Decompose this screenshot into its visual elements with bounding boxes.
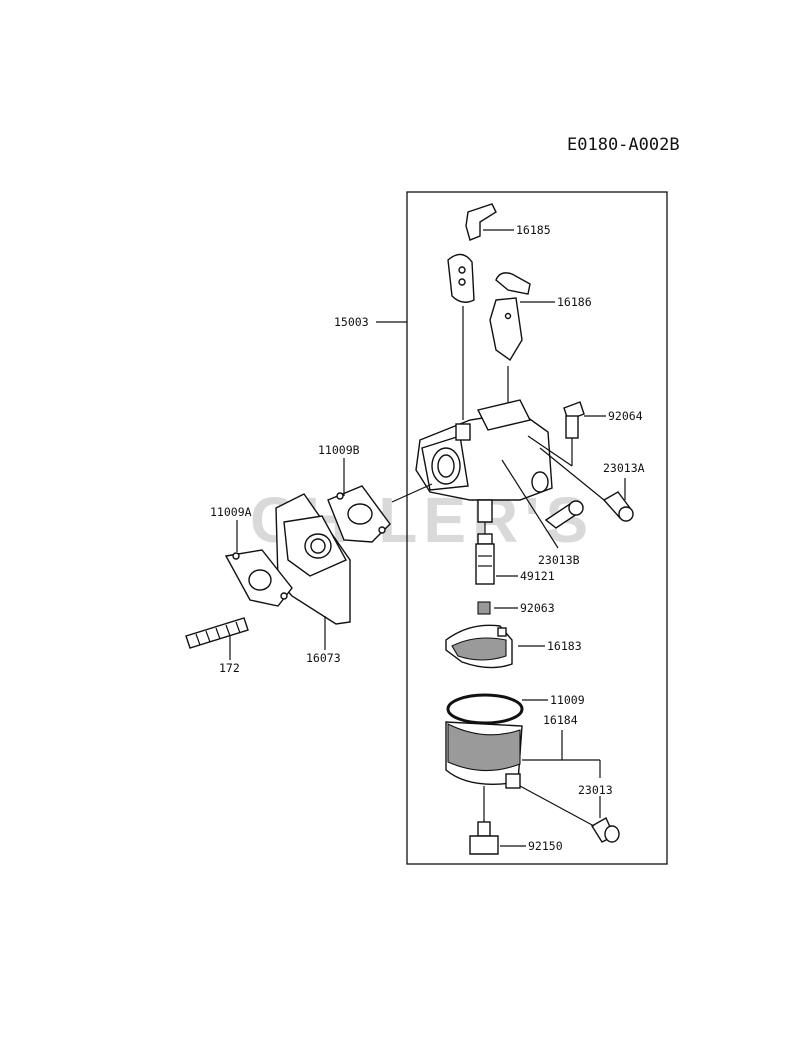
part-16184-float-bowl[interactable] (445, 721, 523, 789)
part-92063-jet[interactable] (477, 601, 491, 615)
label-11009[interactable]: 11009 (550, 693, 585, 707)
assembly-frame (406, 191, 668, 865)
label-16186[interactable]: 16186 (557, 295, 592, 309)
label-15003[interactable]: 15003 (334, 315, 369, 329)
label-23013[interactable]: 23013 (578, 783, 613, 797)
part-16073-insulator[interactable] (275, 493, 351, 625)
label-11009B[interactable]: 11009B (318, 443, 360, 457)
part-92150-drain-bolt[interactable] (469, 786, 499, 855)
label-16185[interactable]: 16185 (516, 223, 551, 237)
part-23013B-screw[interactable] (501, 459, 584, 549)
part-11009A-gasket[interactable] (224, 549, 293, 607)
part-49121-nozzle[interactable] (475, 522, 495, 585)
label-11009A[interactable]: 11009A (210, 505, 252, 519)
part-11009B-gasket[interactable] (327, 483, 433, 543)
part-172-stud[interactable] (185, 617, 249, 649)
label-92064[interactable]: 92064 (608, 409, 643, 423)
label-49121[interactable]: 49121 (520, 569, 555, 583)
label-23013A[interactable]: 23013A (603, 461, 645, 475)
label-16073[interactable]: 16073 (306, 651, 341, 665)
label-16183[interactable]: 16183 (547, 639, 582, 653)
label-172[interactable]: 172 (219, 661, 240, 675)
part-23013-screw[interactable] (519, 785, 620, 843)
part-92064-screw[interactable] (527, 401, 585, 467)
label-23013B[interactable]: 23013B (538, 553, 580, 567)
part-11009-o-ring[interactable] (446, 693, 524, 725)
label-92063[interactable]: 92063 (520, 601, 555, 615)
diagram-code: E0180-A002B (567, 135, 680, 155)
part-15003-carburetor-body[interactable] (415, 399, 553, 523)
part-23013A-screw[interactable] (539, 447, 634, 522)
part-16186-throttle-lever[interactable] (489, 272, 531, 410)
part-16183-float[interactable] (445, 624, 513, 669)
label-16184[interactable]: 16184 (543, 713, 578, 727)
label-92150[interactable]: 92150 (528, 839, 563, 853)
part-16185-choke-lever[interactable] (447, 203, 497, 420)
